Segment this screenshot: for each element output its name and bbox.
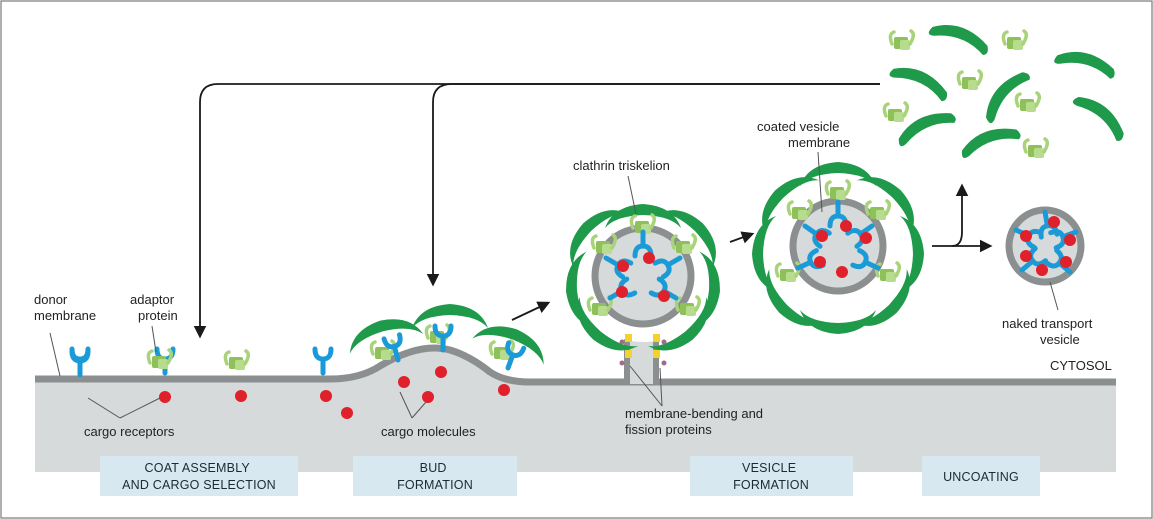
recycle-arrow-to-bud xyxy=(426,83,880,287)
cargo-molecule-icon xyxy=(816,230,828,242)
recycle-arrow-to-coat-assembly xyxy=(193,83,880,339)
coated-vesicle xyxy=(748,162,928,340)
svg-text:UNCOATING: UNCOATING xyxy=(943,470,1019,484)
step-vesicle-formation: VESICLE FORMATION xyxy=(690,456,853,496)
adaptor-protein-label: adaptor protein xyxy=(130,292,178,323)
cargo-molecule-icon xyxy=(435,366,447,378)
budding-vesicle xyxy=(556,196,730,365)
cargo-molecule-icon xyxy=(1048,216,1060,228)
fission-proteins xyxy=(619,334,667,366)
cargo-molecule-icon xyxy=(616,286,628,298)
cargo-molecule-icon xyxy=(814,256,826,268)
cargo-molecule-icon xyxy=(836,266,848,278)
naked-vesicle xyxy=(1005,206,1085,286)
arrow-bud-to-vesicle xyxy=(511,301,551,321)
clathrin-triskelion-label: clathrin triskelion xyxy=(573,158,670,173)
donor-membrane xyxy=(35,344,1116,386)
svg-text:VESICLE FORMATION: VESICLE FORMATION xyxy=(733,461,809,492)
cargo-receptors-label: cargo receptors xyxy=(84,424,175,439)
cargo-molecule-icon xyxy=(1020,250,1032,262)
membrane-bending-label: membrane-bending and fission proteins xyxy=(625,406,767,437)
cargo-molecule-icon xyxy=(1020,230,1032,242)
cargo-molecule-icon xyxy=(617,260,629,272)
cytosol-label: CYTOSOL xyxy=(1050,358,1112,373)
cargo-molecule-icon xyxy=(422,391,434,403)
step-coat-assembly: COAT ASSEMBLY AND CARGO SELECTION xyxy=(100,456,298,496)
cargo-molecule-icon xyxy=(235,390,247,402)
cargo-molecule-icon xyxy=(498,384,510,396)
naked-transport-vesicle-label: naked transport vesicle xyxy=(1002,316,1096,347)
svg-text:BUD FORMATION: BUD FORMATION xyxy=(397,461,473,492)
cargo-molecule-icon xyxy=(1036,264,1048,276)
coated-vesicle-membrane-label: coated vesicle membrane xyxy=(757,119,850,150)
cargo-molecule-icon xyxy=(658,290,670,302)
donor-membrane-label: donor membrane xyxy=(34,292,96,323)
svg-text:COAT ASSEMBLY AND CARGO: COAT ASSEMBLY AND CARGO SELECTION xyxy=(122,461,276,492)
cargo-molecule-icon xyxy=(1060,256,1072,268)
cargo-molecules-label: cargo molecules xyxy=(381,424,476,439)
cargo-molecule-icon xyxy=(643,252,655,264)
cargo-molecule-icon xyxy=(320,390,332,402)
cargo-molecule-icon xyxy=(840,220,852,232)
cargo-molecule-icon xyxy=(341,407,353,419)
leader-lines xyxy=(49,151,1059,419)
cargo-molecule-icon xyxy=(860,232,872,244)
cargo-molecule-icon xyxy=(1064,234,1076,246)
arrow-uncoat-up xyxy=(951,183,969,247)
arrow-vesicle-to-coated xyxy=(729,231,755,244)
step-uncoating: UNCOATING xyxy=(922,456,1040,496)
cargo-molecule-icon xyxy=(159,391,171,403)
step-bud-formation: BUD FORMATION xyxy=(353,456,517,496)
cargo-molecule-icon xyxy=(398,376,410,388)
